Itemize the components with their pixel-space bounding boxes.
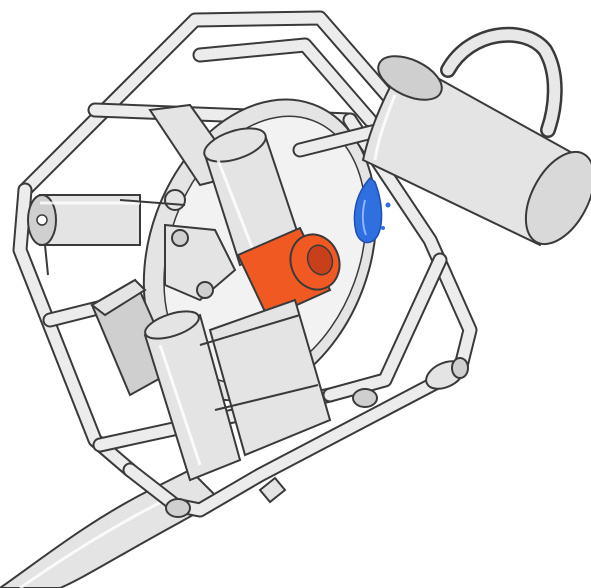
water-splash	[353, 176, 391, 244]
pitcher	[361, 26, 591, 247]
tubular-cage-frame	[12, 10, 408, 478]
tubular-cage-frame-front	[122, 112, 478, 518]
cylindrical-motor	[203, 127, 302, 267]
pipe-base	[0, 468, 222, 588]
orange-coupling	[236, 226, 341, 320]
lower-canisters	[143, 298, 332, 482]
side-cylinder	[27, 194, 141, 276]
